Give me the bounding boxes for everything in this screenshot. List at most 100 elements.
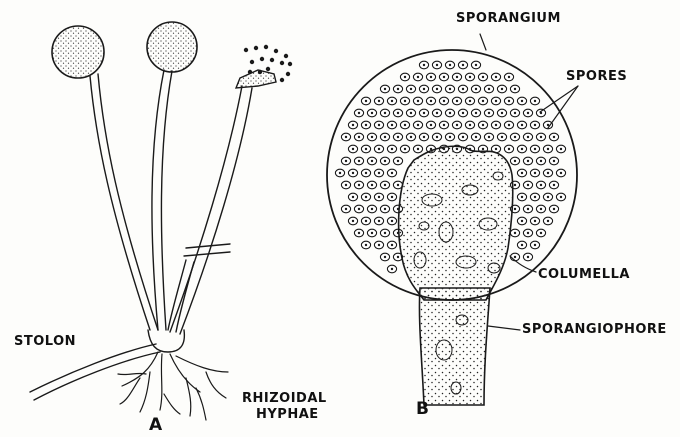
spore-nucleus bbox=[436, 112, 438, 114]
spore-nucleus bbox=[358, 136, 360, 138]
spore-nucleus bbox=[469, 100, 471, 102]
spore-nucleus bbox=[449, 88, 451, 90]
spore-nucleus bbox=[391, 220, 393, 222]
spore-nucleus bbox=[521, 124, 523, 126]
spore-nucleus bbox=[540, 136, 542, 138]
spore-nucleus bbox=[482, 124, 484, 126]
spore-nucleus bbox=[488, 88, 490, 90]
spore-nucleus bbox=[495, 100, 497, 102]
spore-nucleus bbox=[371, 112, 373, 114]
spore-nucleus bbox=[456, 76, 458, 78]
spore-nucleus bbox=[358, 208, 360, 210]
spore-nucleus bbox=[365, 244, 367, 246]
spore-nucleus bbox=[540, 232, 542, 234]
spore-nucleus bbox=[384, 208, 386, 210]
spore-nucleus bbox=[378, 244, 380, 246]
label-columella: COLUMELLA bbox=[538, 268, 630, 282]
label-sporangiophore: SPORANGIOPHORE bbox=[522, 323, 667, 337]
label-spores: SPORES bbox=[566, 70, 627, 84]
spore-nucleus bbox=[365, 100, 367, 102]
columella bbox=[399, 146, 513, 300]
spore-nucleus bbox=[371, 208, 373, 210]
spore-nucleus bbox=[352, 148, 354, 150]
spore-nucleus bbox=[462, 64, 464, 66]
spore-nucleus bbox=[384, 232, 386, 234]
spore-nucleus bbox=[514, 208, 516, 210]
spore-nucleus bbox=[384, 160, 386, 162]
spore-nucleus bbox=[352, 124, 354, 126]
rhizoids bbox=[118, 352, 228, 420]
spore-nucleus bbox=[436, 64, 438, 66]
spore-nucleus bbox=[482, 76, 484, 78]
spore-nucleus bbox=[391, 244, 393, 246]
spore-nucleus bbox=[534, 124, 536, 126]
spore-nucleus bbox=[410, 112, 412, 114]
label-panel-a: A bbox=[149, 418, 163, 432]
label-hyphae: HYPHAE bbox=[256, 408, 319, 422]
spore-nucleus bbox=[553, 136, 555, 138]
spore-nucleus bbox=[521, 244, 523, 246]
spore-nucleus bbox=[495, 124, 497, 126]
spore-nucleus bbox=[482, 100, 484, 102]
spore-nucleus bbox=[417, 148, 419, 150]
spore-nucleus bbox=[501, 136, 503, 138]
spore-nucleus bbox=[527, 208, 529, 210]
spore-nucleus bbox=[371, 232, 373, 234]
spore-nucleus bbox=[456, 100, 458, 102]
spore-nucleus bbox=[547, 172, 549, 174]
spore-nucleus bbox=[534, 196, 536, 198]
spore-nucleus bbox=[391, 100, 393, 102]
spore-nucleus bbox=[371, 184, 373, 186]
spore-nucleus bbox=[508, 124, 510, 126]
spore-nucleus bbox=[560, 148, 562, 150]
spore-nucleus bbox=[488, 112, 490, 114]
spore-nucleus bbox=[540, 184, 542, 186]
spore-nucleus bbox=[475, 64, 477, 66]
spore-nucleus bbox=[365, 196, 367, 198]
spore-nucleus bbox=[475, 88, 477, 90]
spore-nucleus bbox=[397, 160, 399, 162]
spore-nucleus bbox=[397, 184, 399, 186]
spore-nucleus bbox=[495, 76, 497, 78]
spore-nucleus bbox=[391, 196, 393, 198]
spore-nucleus bbox=[410, 136, 412, 138]
spore-nucleus bbox=[358, 112, 360, 114]
spore-nucleus bbox=[514, 160, 516, 162]
spore-nucleus bbox=[404, 76, 406, 78]
spore-nucleus bbox=[397, 136, 399, 138]
spore-nucleus bbox=[527, 160, 529, 162]
spore-nucleus bbox=[417, 76, 419, 78]
spore-nucleus bbox=[540, 160, 542, 162]
spore-nucleus bbox=[540, 208, 542, 210]
spore-nucleus bbox=[345, 184, 347, 186]
spore-nucleus bbox=[527, 256, 529, 258]
spore-nucleus bbox=[345, 136, 347, 138]
spore-nucleus bbox=[417, 124, 419, 126]
spore-nucleus bbox=[443, 124, 445, 126]
spore-nucleus bbox=[501, 112, 503, 114]
spore-nucleus bbox=[378, 196, 380, 198]
spore-nucleus bbox=[358, 184, 360, 186]
spore-nucleus bbox=[534, 100, 536, 102]
spore-nucleus bbox=[378, 124, 380, 126]
spore-nucleus bbox=[384, 136, 386, 138]
spore-nucleus bbox=[397, 88, 399, 90]
label-stolon: STOLON bbox=[14, 335, 76, 349]
spore-nucleus bbox=[501, 88, 503, 90]
spore-nucleus bbox=[352, 220, 354, 222]
spore-nucleus bbox=[423, 88, 425, 90]
panel-a-figure bbox=[30, 22, 292, 420]
spore-nucleus bbox=[449, 112, 451, 114]
spore-nucleus bbox=[423, 112, 425, 114]
spore-nucleus bbox=[391, 172, 393, 174]
spore-nucleus bbox=[456, 124, 458, 126]
spore-nucleus bbox=[521, 196, 523, 198]
spore-nucleus bbox=[462, 112, 464, 114]
spore-nucleus bbox=[547, 220, 549, 222]
label-rhizoidal: RHIZOIDAL bbox=[242, 392, 327, 406]
spore-nucleus bbox=[521, 100, 523, 102]
spore-nucleus bbox=[443, 76, 445, 78]
spore-nucleus bbox=[378, 148, 380, 150]
